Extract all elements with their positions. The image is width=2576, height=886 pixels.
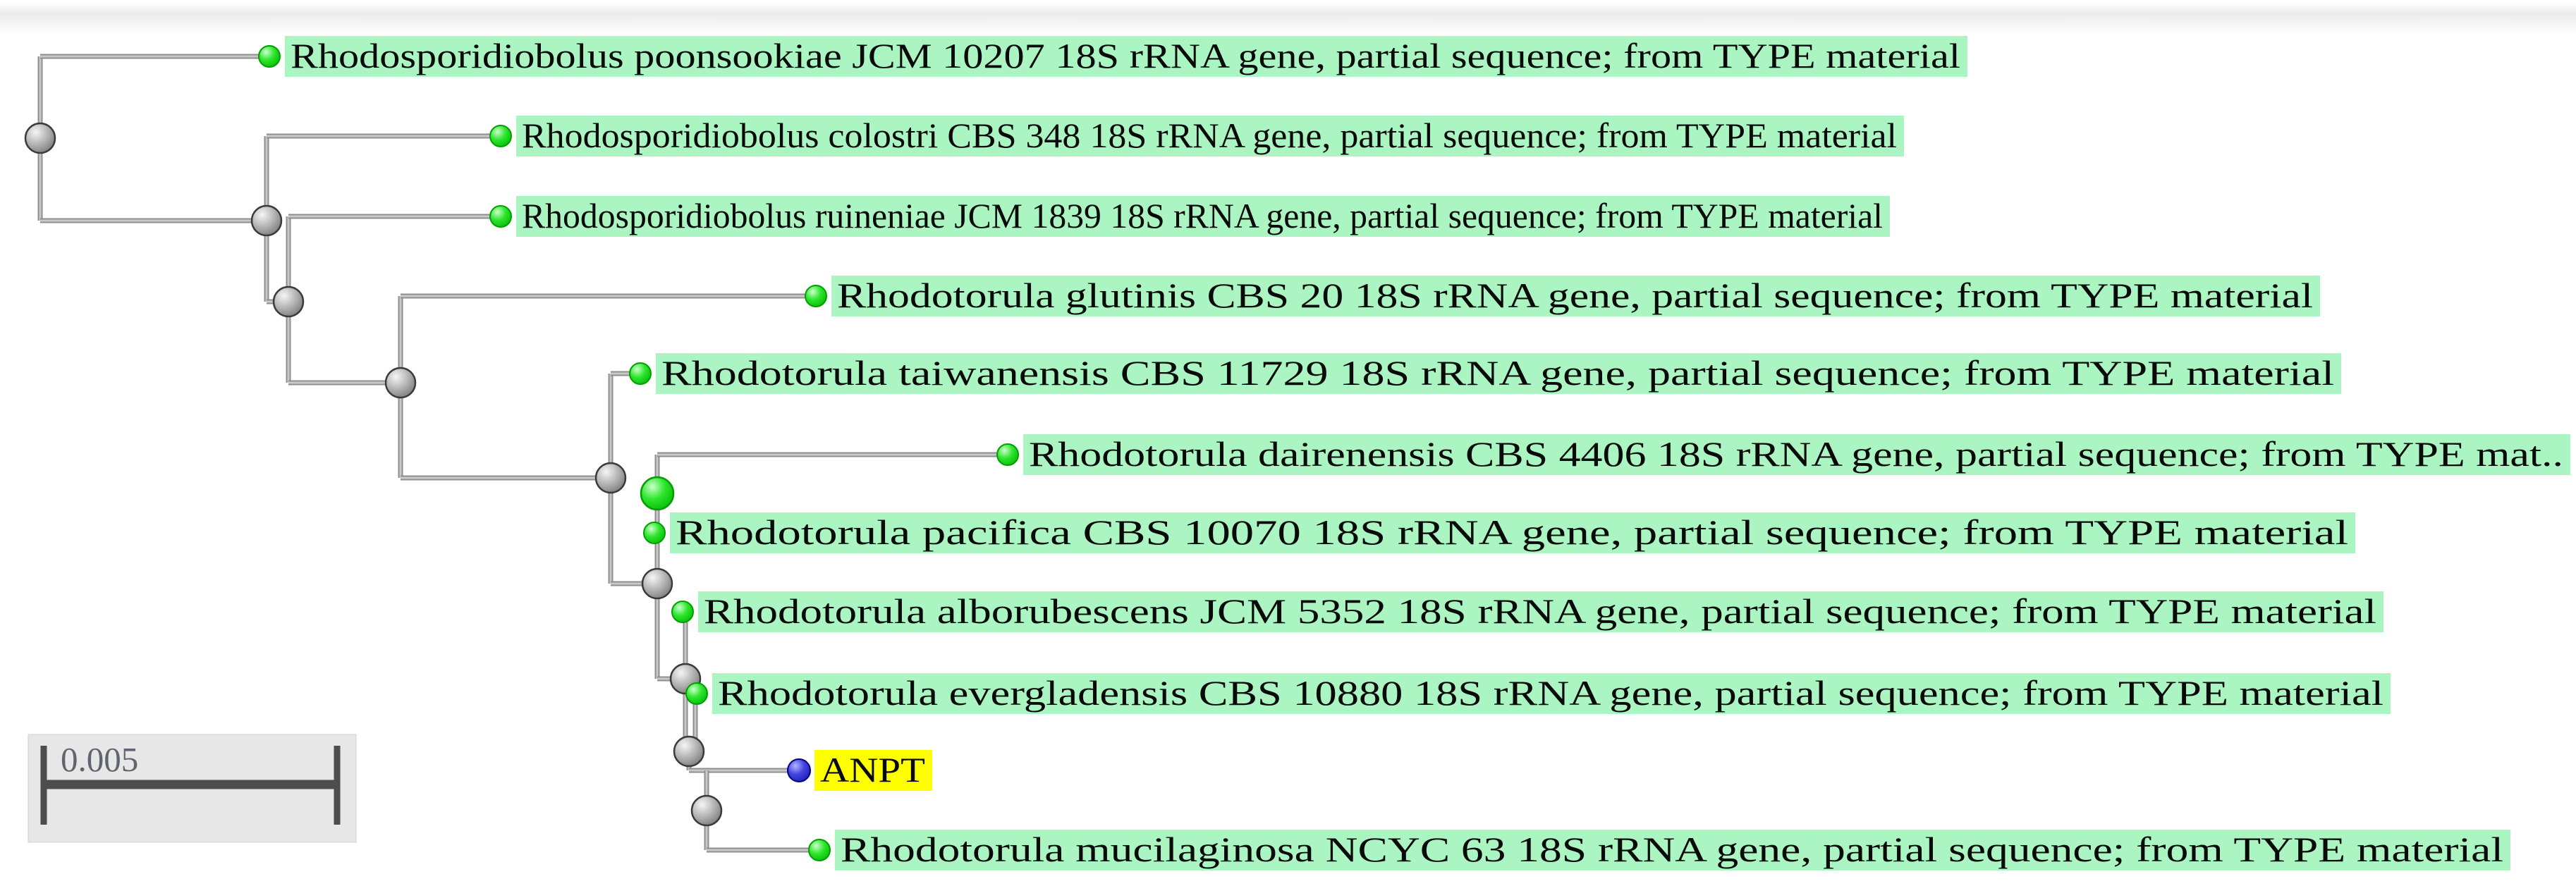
taxon-label-mucilaginosa[interactable]: Rhodotorula mucilaginosa NCYC 63 18S rRN… xyxy=(841,830,2503,869)
taxon-labels-layer: Rhodosporidiobolus poonsookiae JCM 10207… xyxy=(285,36,2570,870)
leaf-dot-mucilaginosa[interactable] xyxy=(808,839,831,861)
taxon-highlight-poonsookiae xyxy=(285,36,1967,77)
taxon-label-evergladensis[interactable]: Rhodotorula evergladensis CBS 10880 18S … xyxy=(718,673,2383,713)
taxon-label-poonsookiae[interactable]: Rhodosporidiobolus poonsookiae JCM 10207… xyxy=(291,36,1960,75)
internal-node-sphere-root-node[interactable] xyxy=(24,122,56,154)
leaf-dot-dairenensis[interactable] xyxy=(996,443,1019,466)
taxon-highlight-ANPT xyxy=(814,750,932,791)
leaf-dot-evergladensis[interactable] xyxy=(685,682,708,705)
query-leaf-dot-ANPT[interactable] xyxy=(787,758,811,782)
scale-bar: 0.005 xyxy=(28,734,357,843)
taxon-label-pacifica[interactable]: Rhodotorula pacifica CBS 10070 18S rRNA … xyxy=(676,512,2348,552)
internal-node-sphere-node-G1[interactable] xyxy=(673,735,705,768)
taxon-highlight-glutinis xyxy=(831,276,2320,316)
internal-node-sphere-node-C[interactable] xyxy=(384,367,417,399)
taxon-highlight-colostri xyxy=(516,116,1904,156)
scale-bar-value: 0.005 xyxy=(61,740,138,779)
leaf-dot-poonsookiae[interactable] xyxy=(258,45,281,68)
taxon-label-taiwanensis[interactable]: Rhodotorula taiwanensis CBS 11729 18S rR… xyxy=(661,353,2334,393)
taxon-highlight-dairenensis xyxy=(1023,434,2570,475)
taxon-highlight-ruineniae xyxy=(516,196,1890,237)
taxon-label-dairenensis[interactable]: Rhodotorula dairenensis CBS 4406 18S rRN… xyxy=(1029,434,2563,474)
leaf-dot-ruineniae[interactable] xyxy=(489,205,512,228)
taxon-highlight-taiwanensis xyxy=(656,353,2341,394)
leaf-dot-glutinis[interactable] xyxy=(805,285,827,307)
leaf-dots-layer xyxy=(258,45,1019,861)
taxon-highlight-evergladensis xyxy=(712,673,2391,714)
internal-nodes-layer xyxy=(24,122,723,827)
top-gradient-band xyxy=(0,3,2576,34)
taxon-label-ruineniae[interactable]: Rhodosporidiobolus ruineniae JCM 1839 18… xyxy=(522,196,1883,235)
internal-node-sphere-node-B[interactable] xyxy=(272,285,305,318)
taxon-label-ANPT[interactable]: ANPT xyxy=(820,750,925,789)
internal-node-sphere-node-G2[interactable] xyxy=(690,794,723,827)
leaf-dot-colostri[interactable] xyxy=(489,125,512,147)
taxon-highlight-mucilaginosa xyxy=(835,830,2510,870)
internal-node-sphere-node-green[interactable] xyxy=(640,476,675,511)
internal-node-sphere-node-E[interactable] xyxy=(641,567,673,600)
leaf-dot-taiwanensis[interactable] xyxy=(629,362,652,385)
leaf-dot-pacifica[interactable] xyxy=(643,522,666,544)
taxon-label-glutinis[interactable]: Rhodotorula glutinis CBS 20 18S rRNA gen… xyxy=(837,276,2313,315)
taxon-highlight-pacifica xyxy=(670,512,2355,553)
internal-node-sphere-node-D[interactable] xyxy=(594,462,627,494)
taxon-label-colostri[interactable]: Rhodosporidiobolus colostri CBS 348 18S … xyxy=(522,116,1897,155)
leaf-dot-alborubescens[interactable] xyxy=(671,601,694,623)
internal-node-sphere-node-A[interactable] xyxy=(250,204,283,237)
scale-bar-line xyxy=(44,780,340,789)
taxon-label-alborubescens[interactable]: Rhodotorula alborubescens JCM 5352 18S r… xyxy=(704,591,2376,631)
taxon-highlight-alborubescens xyxy=(698,591,2383,632)
